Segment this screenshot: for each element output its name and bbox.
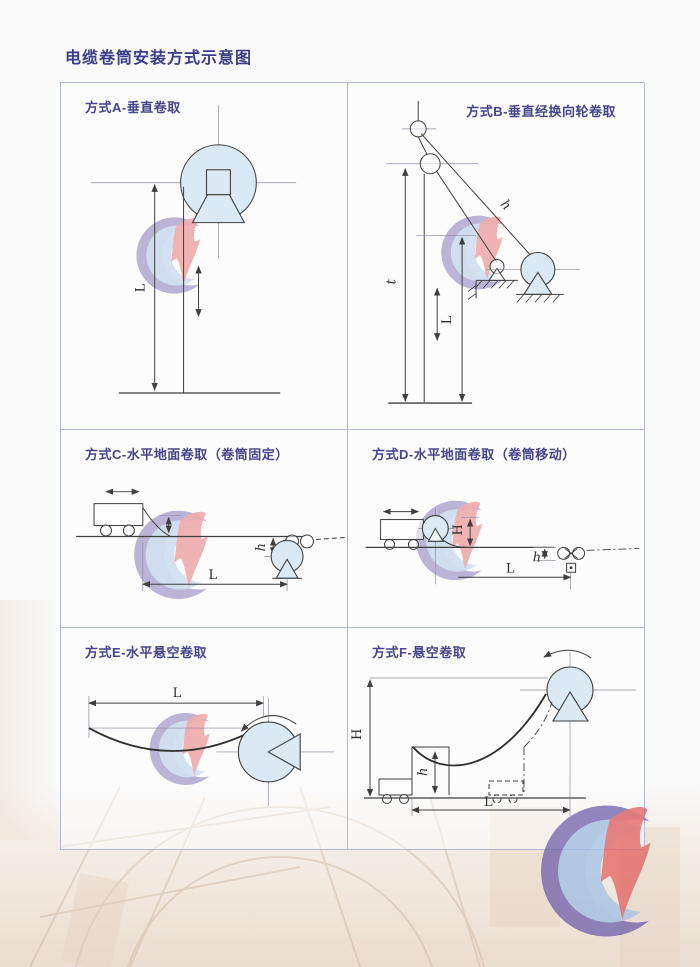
cable-continuation [315,536,346,540]
trolley-wheel [382,794,392,804]
panel-d-label: 方式D-水平地面卷取（卷筒移动） [372,447,576,462]
dim-label-L: L [208,568,217,583]
sagging-cable [412,693,547,767]
panel-method-a: 方式A-垂直卷取 L [61,83,348,430]
diagram-d-ground-moving-reel: H h L [365,500,640,590]
dim-label-h: h [254,543,269,551]
cable-wrap [564,548,578,559]
anchor-pulley [557,546,571,560]
panel-f-label: 方式F-悬空卷取 [372,645,467,660]
trolley-mast [411,746,450,795]
trolley-alt-position [488,780,524,796]
diagram-grid: 方式A-垂直卷取 L 方式B-垂直经换向轮卷取 [60,82,645,850]
reel-hub [205,169,231,196]
dim-label-t: t [384,278,399,284]
dim-label-H: H [350,729,365,740]
panel-a-label: 方式A-垂直卷取 [85,100,181,115]
panel-method-c: 方式C-水平地面卷取（卷筒固定） h [61,430,348,628]
dim-label-L: L [506,561,515,576]
diagram-a-vertical-winding: L [90,105,297,394]
second-pulley [419,153,441,175]
panel-b-label: 方式B-垂直经换向轮卷取 [466,104,616,119]
guide-pulley [300,534,314,549]
cable-continuation [586,547,640,551]
trolley-wheel [122,524,135,537]
trolley [378,778,413,796]
reel-cone [267,733,301,771]
watermark-logo [415,500,483,581]
reel-pedestal [191,194,246,224]
panel-method-e: 方式E-水平悬空卷取 L [61,628,348,849]
diagram-c-ground-fixed-reel: h L [76,488,346,599]
trolley-wheel [100,524,112,537]
sagging-cable [88,727,251,752]
rotation-arrow [240,715,297,732]
trolley-alt-wheel [508,794,518,804]
panel-method-d: 方式D-水平地面卷取（卷筒移动） H h [348,430,644,628]
trolley-alt-wheel [492,794,502,804]
dim-label-h: h [533,550,541,565]
panel-c-label: 方式C-水平地面卷取（卷筒固定） [85,447,289,462]
dim-label-h: h [497,197,514,213]
watermark-logo [136,217,201,294]
panel-e-label: 方式E-水平悬空卷取 [85,645,208,660]
diagram-b-vertical-via-pulley: h t L [384,100,580,404]
trolley [380,519,424,540]
anchor-pulley [572,546,586,560]
rotation-arrow [543,649,592,659]
cable-drop [142,507,171,537]
page-title: 电缆卷筒安装方式示意图 [65,50,253,67]
cable-to-reel [420,133,540,265]
hatching [467,285,477,300]
reel-mount [552,690,589,722]
top-pulley [409,120,427,138]
trolley-wheel [399,794,409,804]
hatching [474,280,515,289]
watermark-logo [134,510,208,599]
hatching [516,294,561,303]
dim-label-L: L [134,283,149,292]
dim-label-h: h [416,768,431,776]
reel-mount [427,527,445,542]
cable-to-guide [435,170,498,263]
dim-label-L: L [484,795,493,810]
dim-label-H: H [451,524,466,535]
company-logo-watermark [541,805,651,937]
diagram-e-horizontal-suspended: L [88,686,335,806]
dim-label-L: L [440,315,455,324]
diagram-f-suspended: H h L [350,649,636,816]
alt-cable-path [523,701,553,748]
dim-label-L: L [173,686,182,701]
trolley [93,503,144,527]
panel-method-b: 方式B-垂直经换向轮卷取 h t L [348,83,644,430]
panel-method-f: 方式F-悬空卷取 H h [348,628,644,849]
